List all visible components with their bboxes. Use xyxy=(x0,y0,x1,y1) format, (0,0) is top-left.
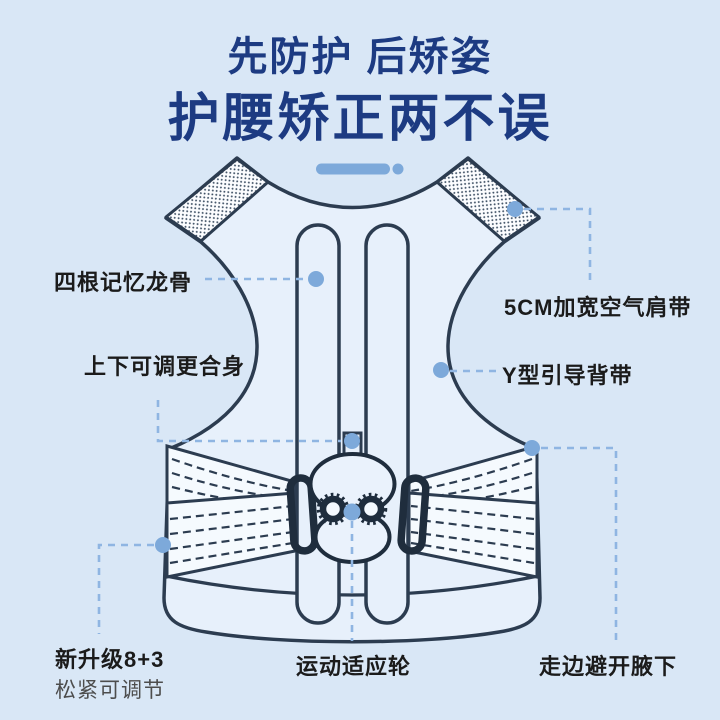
headline-line1: 先防护 后矫姿 xyxy=(227,35,493,79)
keel-tube-right xyxy=(364,223,410,625)
label-y-guide: Y型引导背带 xyxy=(502,363,633,388)
title-underline-decoration xyxy=(316,163,404,175)
marker-dot-armpit xyxy=(524,440,540,456)
right-shoulder-strap xyxy=(435,157,541,243)
vest-body xyxy=(162,156,542,644)
left-belt-ring xyxy=(286,474,319,555)
marker-dot-memory-keel xyxy=(308,271,324,287)
connector-shoulder-strap xyxy=(524,207,592,281)
right-belt xyxy=(407,444,539,579)
label-memory-keel: 四根记忆龙骨 xyxy=(54,270,193,295)
label-motion-wheel: 运动适应轮 xyxy=(296,654,412,679)
marker-dot-shoulder-strap xyxy=(507,201,523,217)
label-upgrade-sub: 松紧可调节 xyxy=(55,679,165,702)
marker-dot-upgrade xyxy=(155,537,171,553)
right-belt-ring xyxy=(397,474,430,555)
connector-adjustable xyxy=(156,400,341,443)
label-adjustable: 上下可调更合身 xyxy=(84,354,246,379)
left-shoulder-strap xyxy=(164,157,270,243)
marker-dot-adjustable xyxy=(344,433,360,449)
headline-line2: 护腰矫正两不误 xyxy=(167,90,553,148)
connector-upgrade xyxy=(97,543,154,634)
connector-armpit xyxy=(541,446,618,641)
gear-wheel-right xyxy=(354,492,388,526)
label-upgrade: 新升级8+3 xyxy=(55,647,165,672)
marker-dot-motion-wheel xyxy=(343,503,361,521)
label-shoulder-strap: 5CM加宽空气肩带 xyxy=(504,295,692,320)
label-armpit: 走边避开腋下 xyxy=(539,654,678,679)
hem-band-line xyxy=(165,574,539,597)
marker-dot-y-guide xyxy=(433,362,449,378)
